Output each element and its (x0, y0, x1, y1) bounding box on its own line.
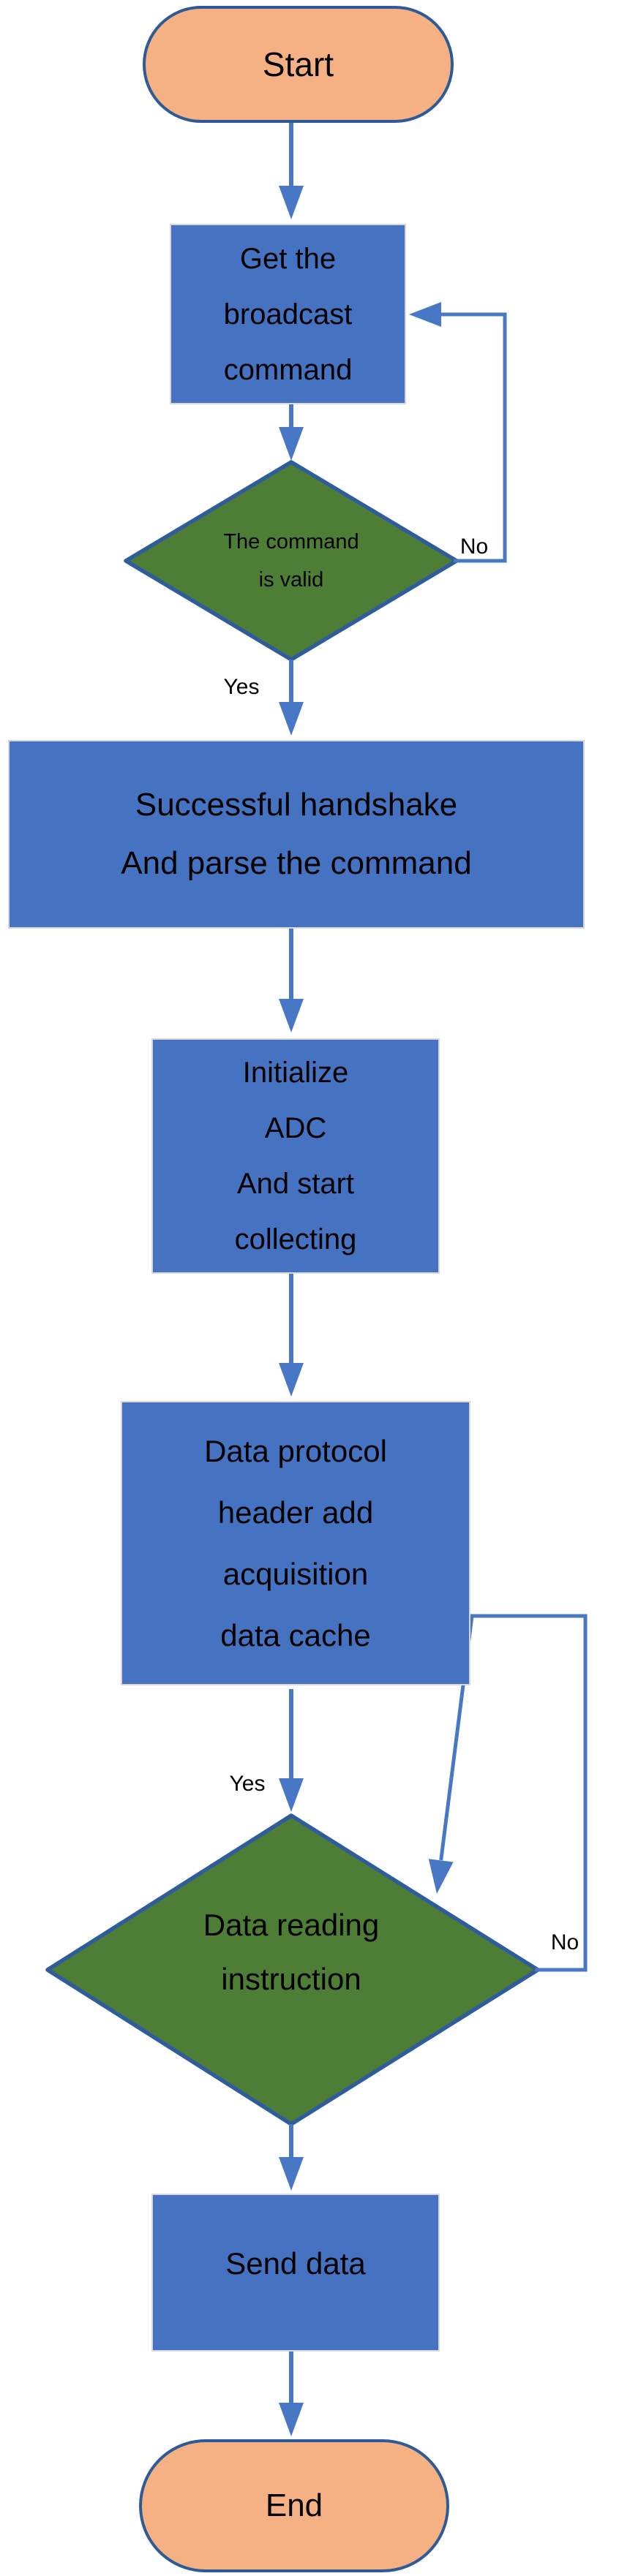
process-line: And parse the command (121, 845, 472, 881)
edge-start-to-get-broadcast (279, 123, 304, 219)
process-get-broadcast-command: Get the broadcast command (170, 224, 406, 404)
process-line: collecting (234, 1223, 357, 1255)
edge-label-yes-data-reading: Yes (229, 1772, 266, 1796)
edge-label-no-command-valid: No (459, 535, 489, 559)
arrowhead-down-icon (279, 1778, 304, 1812)
arrowhead-down-icon (279, 2403, 304, 2436)
edge-send-to-end (279, 2352, 304, 2436)
edge-label-no-data-reading: No (550, 1930, 579, 1954)
end-label: End (265, 2488, 323, 2523)
decision-line: is valid (258, 568, 324, 592)
process-initialize-adc: Initialize ADC And start collecting (151, 1038, 440, 1274)
decision-data-reading-text: Data reading instruction (108, 1898, 474, 2006)
arrowhead-left-icon (409, 302, 441, 327)
process-line: Send data (225, 2246, 366, 2281)
decision-line: instruction (221, 1962, 361, 1996)
arrowhead-down-icon (279, 702, 304, 736)
edge-protocol-to-data-reading (279, 1689, 304, 1812)
process-line: Successful handshake (135, 787, 458, 823)
process-successful-handshake: Successful handshake And parse the comma… (8, 740, 585, 929)
arrowhead-down-icon (279, 427, 304, 461)
edge-no-loop-command-valid (409, 302, 507, 563)
edge-data-reading-to-send (279, 2124, 304, 2191)
edge-get-broadcast-to-command-valid (279, 404, 304, 461)
process-line: acquisition (222, 1556, 369, 1591)
process-data-protocol-cache: Data protocol header add acquisition dat… (121, 1401, 470, 1685)
process-line: And start (236, 1168, 355, 1200)
process-line: header add (217, 1495, 374, 1530)
arrowhead-down-icon (279, 2157, 304, 2191)
edge-no-loop-data-reading (428, 1614, 588, 1972)
start-label: Start (262, 45, 334, 83)
process-line: broadcast (223, 298, 353, 331)
process-line: Get the (239, 242, 337, 275)
decision-line: Data reading (203, 1908, 380, 1942)
arrowhead-down-icon (279, 999, 304, 1032)
edge-handshake-to-init-adc (279, 929, 304, 1032)
edge-yes-to-handshake (279, 660, 304, 736)
arrowhead-down-icon (279, 1363, 304, 1397)
process-line: data cache (220, 1617, 371, 1653)
process-line: ADC (264, 1112, 327, 1144)
edge-label-yes-command-valid: Yes (223, 675, 260, 699)
edge-init-adc-to-protocol (279, 1274, 304, 1397)
arrowhead-down-icon (279, 186, 304, 219)
terminator-start: Start (143, 6, 454, 123)
process-send-data: Send data (151, 2194, 440, 2352)
process-line: Initialize (242, 1057, 349, 1089)
arrowhead-down-left-icon (428, 1859, 454, 1894)
process-line: command (223, 353, 353, 386)
terminator-end: End (139, 2439, 449, 2572)
process-line: Data protocol (204, 1433, 387, 1468)
decision-command-valid-text: The command is valid (163, 513, 419, 608)
decision-line: The command (223, 530, 359, 554)
